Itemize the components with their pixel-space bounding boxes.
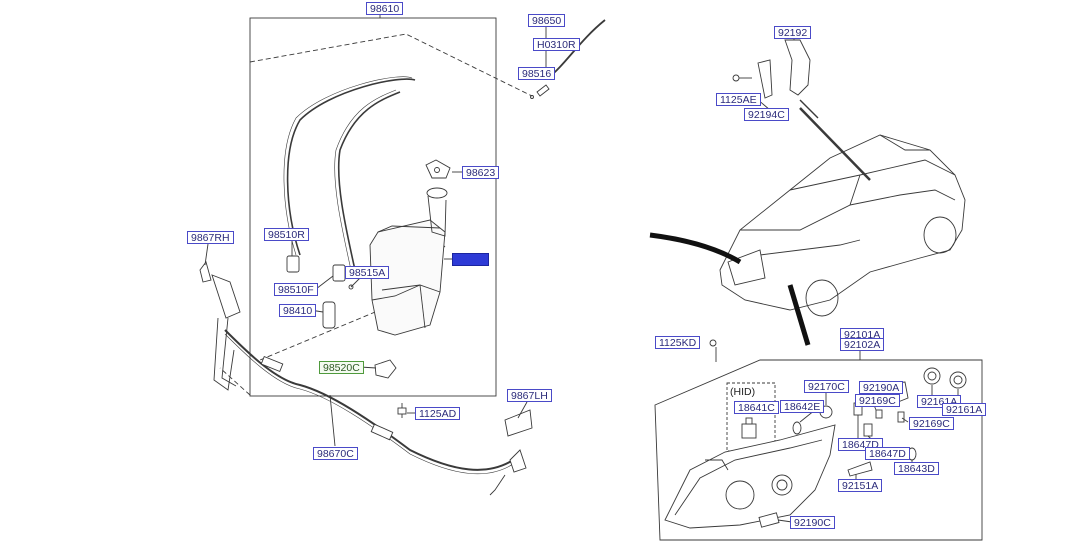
part-label-92192[interactable]: 92192 bbox=[774, 26, 812, 39]
part-label-92151A[interactable]: 92151A bbox=[838, 479, 883, 492]
part-label-92169C-lower[interactable]: 92169C bbox=[909, 417, 954, 430]
part-label-1125AD[interactable]: 1125AD bbox=[415, 407, 461, 420]
part-label-98610[interactable]: 98610 bbox=[366, 2, 404, 15]
part-label-98670C[interactable]: 98670C bbox=[313, 447, 358, 460]
washer-assembly-drawing bbox=[199, 12, 606, 496]
part-label-98650[interactable]: 98650 bbox=[528, 14, 566, 27]
part-label-18647D-right[interactable]: 18647D bbox=[865, 447, 910, 460]
part-label-92190A[interactable]: 92190A bbox=[859, 381, 904, 394]
hid-group-label: (HID) bbox=[730, 386, 756, 398]
part-label-98410[interactable]: 98410 bbox=[279, 304, 317, 317]
part-label-H0310R[interactable]: H0310R bbox=[533, 38, 580, 51]
part-label-1125AE[interactable]: 1125AE bbox=[716, 93, 761, 106]
part-label-1125KD[interactable]: 1125KD bbox=[655, 336, 701, 349]
part-label-18642E[interactable]: 18642E bbox=[780, 400, 825, 413]
part-label-98510F[interactable]: 98510F bbox=[274, 283, 318, 296]
part-label-18641C[interactable]: 18641C bbox=[734, 401, 779, 414]
part-label-98620-highlighted[interactable]: 98620 bbox=[452, 253, 490, 266]
part-label-98520C[interactable]: 98520C bbox=[319, 361, 364, 374]
part-label-98510R[interactable]: 98510R bbox=[264, 228, 309, 241]
part-label-98516[interactable]: 98516 bbox=[518, 67, 556, 80]
part-label-92190C[interactable]: 92190C bbox=[790, 516, 835, 529]
part-label-18643D[interactable]: 18643D bbox=[894, 462, 939, 475]
part-label-98623[interactable]: 98623 bbox=[462, 166, 500, 179]
part-label-9867LH[interactable]: 9867LH bbox=[507, 389, 552, 402]
part-label-92161A-right[interactable]: 92161A bbox=[942, 403, 987, 416]
part-label-9867RH[interactable]: 9867RH bbox=[187, 231, 234, 244]
part-label-92194C[interactable]: 92194C bbox=[744, 108, 789, 121]
headlamp-assembly-drawing bbox=[649, 36, 983, 541]
part-label-92169C-upper[interactable]: 92169C bbox=[855, 394, 900, 407]
part-label-92102A[interactable]: 92102A bbox=[840, 338, 885, 351]
part-label-98515A[interactable]: 98515A bbox=[345, 266, 390, 279]
part-label-92170C[interactable]: 92170C bbox=[804, 380, 849, 393]
